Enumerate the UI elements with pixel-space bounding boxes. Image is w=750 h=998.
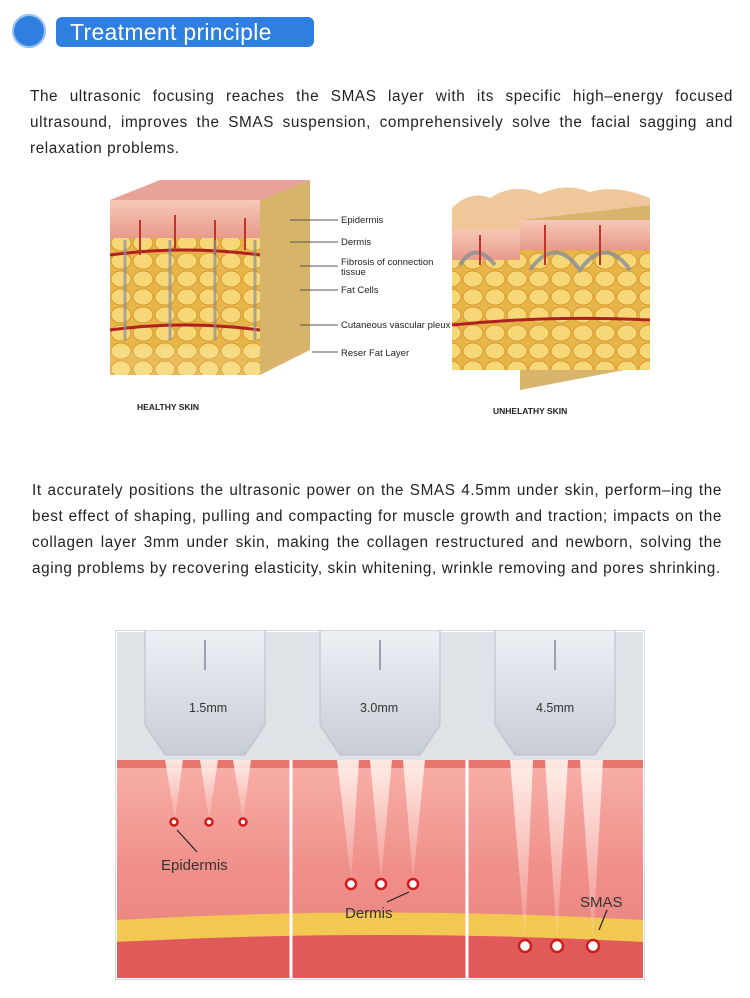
probe-2: 3.0mm (319, 630, 441, 756)
unhealthy-caption: UNHELATHY SKIN (493, 406, 567, 416)
probe-3: 4.5mm (494, 630, 616, 756)
layer-label-epidermis: Epidermis (161, 857, 228, 874)
fat-layer (117, 912, 643, 942)
label-fibrosis: Fibrosis of connection (341, 257, 433, 268)
label-reser-fat: Reser Fat Layer (341, 348, 409, 359)
layer-label-smas: SMAS (580, 894, 623, 911)
healthy-caption: HEALTHY SKIN (137, 402, 199, 412)
intro-paragraph: The ultrasonic focusing reaches the SMAS… (30, 88, 733, 157)
label-fat-cells: Fat Cells (341, 285, 379, 296)
label-dermis: Dermis (341, 237, 371, 248)
detail-paragraph: It accurately positions the ultrasonic p… (32, 482, 722, 577)
depth-label-1: 1.5mm (189, 701, 227, 715)
skin-layers-illustration: Epidermis Dermis Fibrosis of connection … (109, 180, 651, 416)
section-title: Treatment principle (56, 17, 314, 47)
label-vascular: Cutaneous vascular pleux (341, 320, 451, 331)
unhealthy-skin-block (451, 187, 651, 390)
probe-depth-illustration: 1.5mm 3.0mm 4.5mm Epidermis Dermis SMAS (115, 630, 645, 980)
label-tissue: tissue (341, 267, 366, 278)
depth-label-2: 3.0mm (360, 701, 398, 715)
probe-1: 1.5mm (144, 630, 266, 756)
section-bullet-icon (12, 14, 46, 48)
healthy-skin-block (109, 180, 310, 375)
depth-label-3: 4.5mm (536, 701, 574, 715)
label-epidermis: Epidermis (341, 215, 383, 226)
layer-label-dermis: Dermis (345, 905, 393, 922)
